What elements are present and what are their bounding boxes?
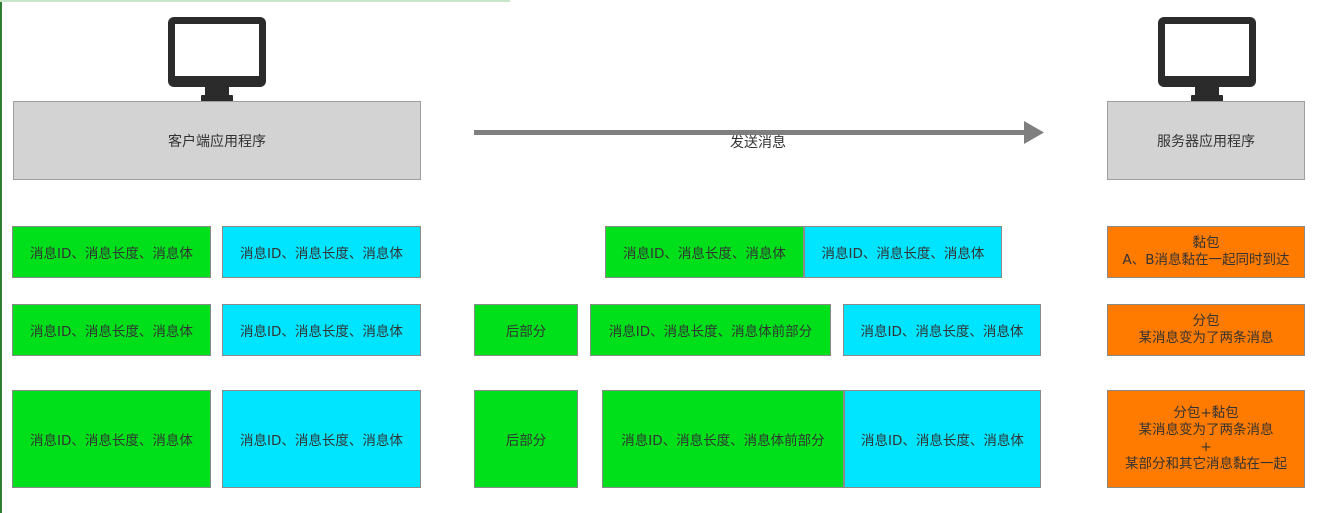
packet-text: 消息ID、消息长度、消息体 bbox=[861, 433, 1024, 449]
row3-sent-packet-b: 消息ID、消息长度、消息体 bbox=[844, 390, 1041, 488]
row2-sent-packet-b: 消息ID、消息长度、消息体 bbox=[843, 304, 1041, 356]
row1-result-sticky-packet: 黏包 A、B消息黏在一起同时到达 bbox=[1107, 226, 1305, 278]
row3-client-packet-b: 消息ID、消息长度、消息体 bbox=[222, 390, 421, 488]
send-arrow-label: 发送消息 bbox=[730, 135, 786, 151]
top-border bbox=[0, 0, 510, 2]
server-monitor-icon bbox=[1158, 17, 1256, 103]
packet-text: 后部分 bbox=[505, 433, 547, 449]
packet-text: 消息ID、消息长度、消息体 bbox=[30, 433, 193, 449]
result-desc: 某消息变为了两条消息 bbox=[1138, 330, 1274, 346]
server-app-box: 服务器应用程序 bbox=[1107, 101, 1305, 180]
packet-text: 消息ID、消息长度、消息体 bbox=[30, 246, 193, 262]
row1-sent-packet-a: 消息ID、消息长度、消息体 bbox=[605, 226, 804, 278]
packet-text: 消息ID、消息长度、消息体前部分 bbox=[608, 324, 813, 340]
result-desc: 某消息变为了两条消息 bbox=[1138, 422, 1274, 438]
row3-result-split-sticky-packet: 分包+黏包 某消息变为了两条消息 + 某部分和其它消息黏在一起 bbox=[1107, 390, 1305, 488]
row3-sent-back-part: 后部分 bbox=[474, 390, 578, 488]
row2-client-packet-a: 消息ID、消息长度、消息体 bbox=[12, 304, 211, 356]
row1-client-packet-b: 消息ID、消息长度、消息体 bbox=[222, 226, 421, 278]
packet-text: 消息ID、消息长度、消息体前部分 bbox=[621, 433, 825, 449]
result-title: 分包+黏包 bbox=[1173, 405, 1239, 421]
left-border bbox=[0, 0, 2, 513]
row2-sent-back-part: 后部分 bbox=[474, 304, 578, 356]
result-plus: + bbox=[1200, 439, 1212, 455]
send-arrow bbox=[474, 121, 1044, 144]
packet-text: 消息ID、消息长度、消息体 bbox=[30, 324, 193, 340]
result-desc: A、B消息黏在一起同时到达 bbox=[1122, 252, 1290, 268]
server-app-label: 服务器应用程序 bbox=[1157, 133, 1255, 150]
row2-result-split-packet: 分包 某消息变为了两条消息 bbox=[1107, 304, 1305, 356]
row2-sent-front-part: 消息ID、消息长度、消息体前部分 bbox=[590, 304, 831, 356]
packet-text: 消息ID、消息长度、消息体 bbox=[240, 246, 403, 262]
result-title: 分包 bbox=[1192, 313, 1220, 329]
client-monitor-icon bbox=[168, 17, 266, 103]
packet-text: 消息ID、消息长度、消息体 bbox=[240, 433, 403, 449]
packet-text: 消息ID、消息长度、消息体 bbox=[860, 324, 1024, 340]
packet-text: 后部分 bbox=[505, 324, 547, 340]
result-desc: 某部分和其它消息黏在一起 bbox=[1125, 456, 1287, 472]
row2-client-packet-b: 消息ID、消息长度、消息体 bbox=[222, 304, 421, 356]
client-app-label: 客户端应用程序 bbox=[168, 133, 266, 150]
result-title: 黏包 bbox=[1192, 235, 1220, 251]
packet-text: 消息ID、消息长度、消息体 bbox=[821, 246, 985, 262]
packet-text: 消息ID、消息长度、消息体 bbox=[623, 246, 786, 262]
client-app-box: 客户端应用程序 bbox=[13, 101, 421, 180]
packet-text: 消息ID、消息长度、消息体 bbox=[240, 324, 403, 340]
row1-sent-packet-b: 消息ID、消息长度、消息体 bbox=[804, 226, 1002, 278]
row3-client-packet-a: 消息ID、消息长度、消息体 bbox=[12, 390, 211, 488]
row1-client-packet-a: 消息ID、消息长度、消息体 bbox=[12, 226, 211, 278]
row3-sent-front-part: 消息ID、消息长度、消息体前部分 bbox=[602, 390, 844, 488]
